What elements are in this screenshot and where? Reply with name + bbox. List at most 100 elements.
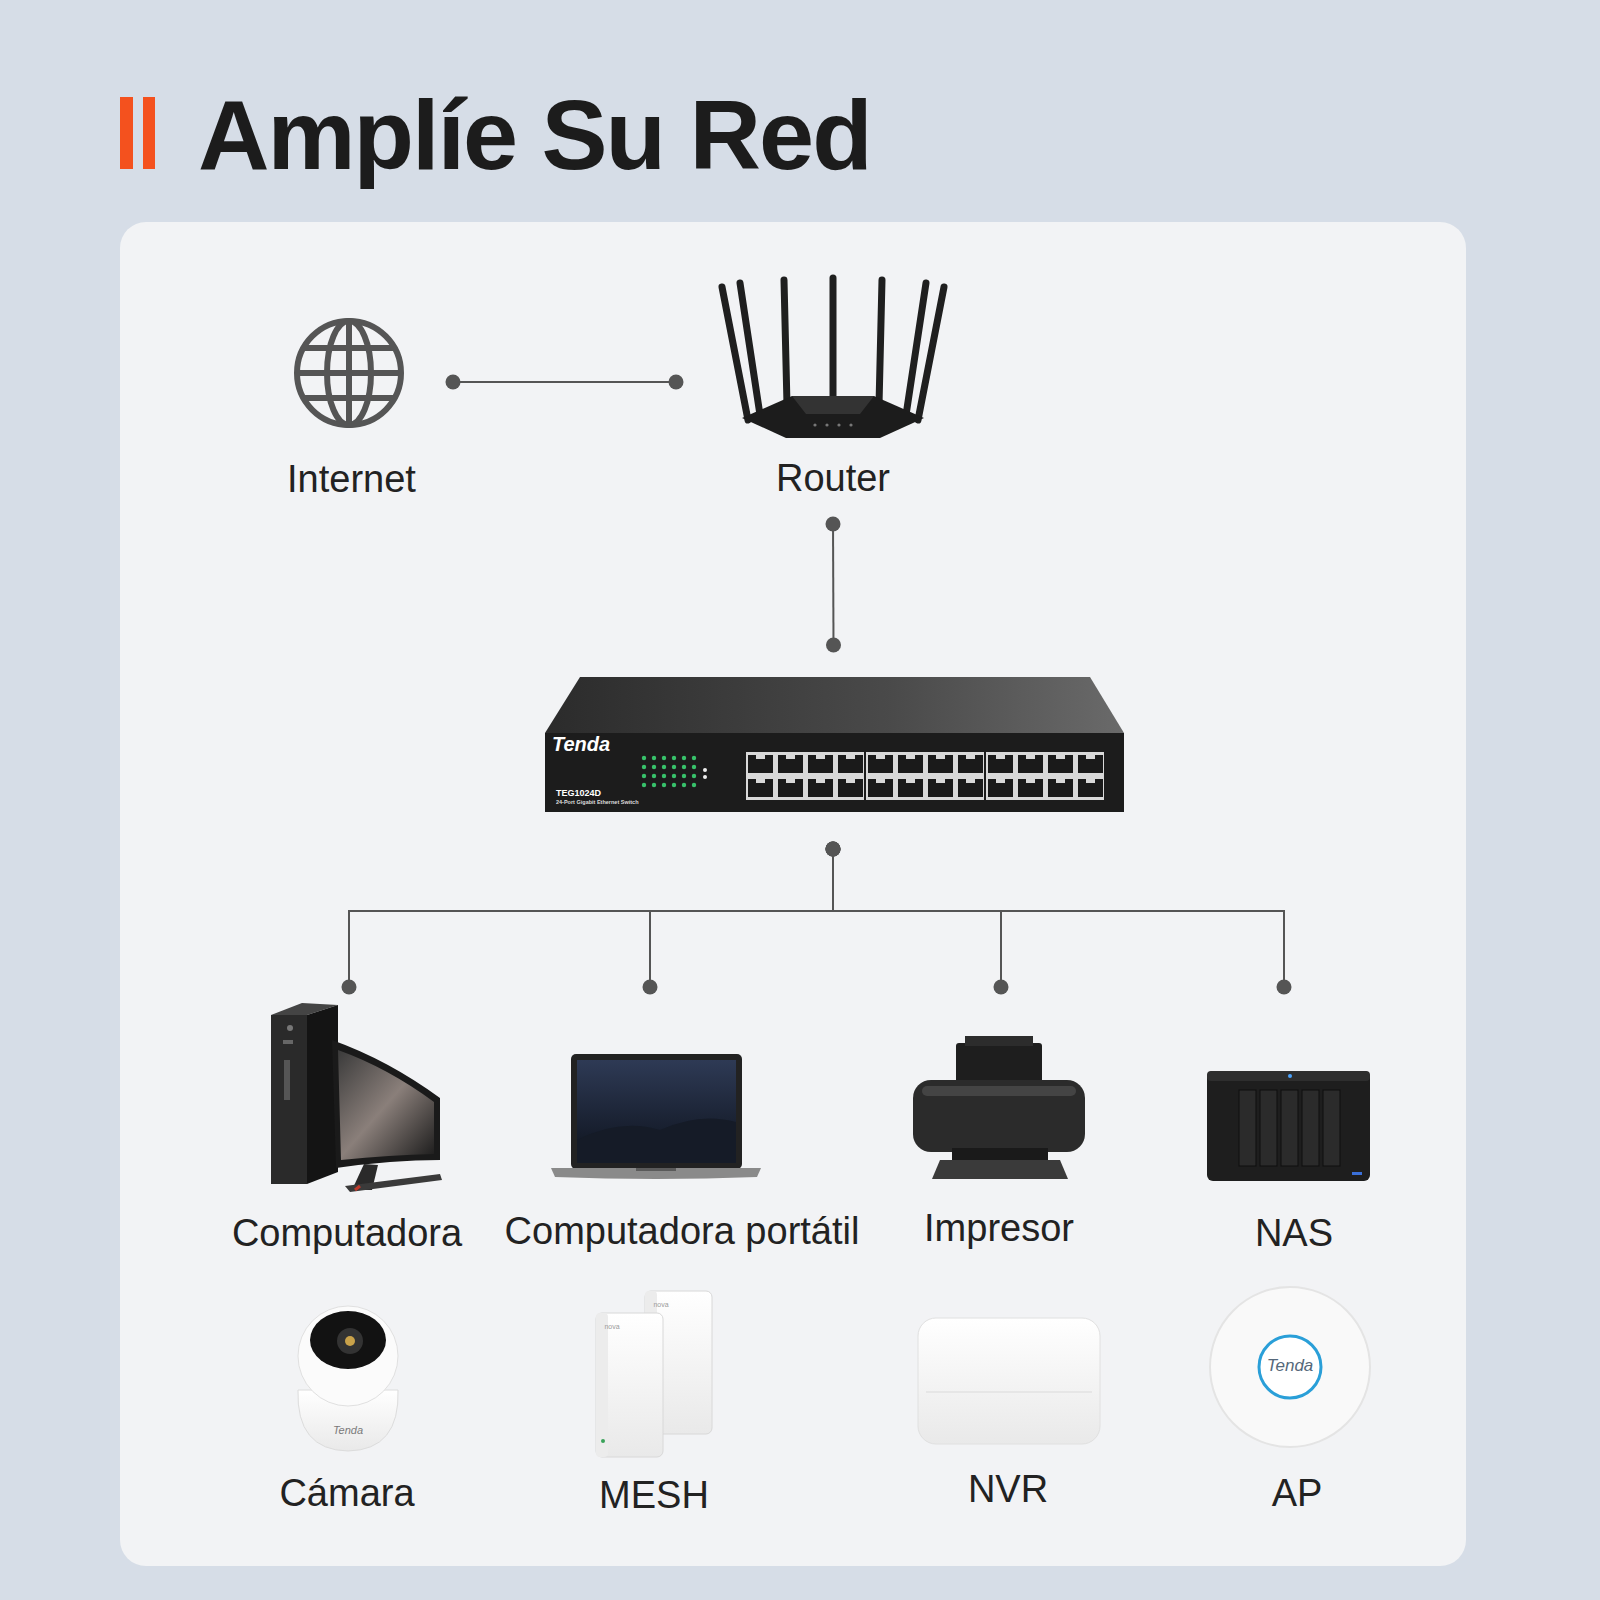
device-node: Computadora portátil bbox=[490, 987, 874, 1257]
device-label: NAS bbox=[1174, 1211, 1414, 1255]
ap-disc bbox=[1210, 1287, 1370, 1447]
led-grid bbox=[641, 755, 699, 791]
printer-highlight bbox=[922, 1086, 1076, 1096]
drive-bay bbox=[1239, 1090, 1256, 1166]
laptop-notch bbox=[636, 1168, 676, 1171]
tower-side bbox=[307, 1005, 338, 1184]
tower-slot bbox=[283, 1040, 293, 1044]
device-label: Computadora bbox=[222, 1211, 472, 1255]
connector-line bbox=[832, 524, 835, 645]
device-node: Computadora bbox=[222, 987, 472, 1257]
mesh-illustration bbox=[596, 1291, 712, 1457]
screen-dunes bbox=[577, 1118, 736, 1163]
connector-dot bbox=[826, 842, 841, 857]
printer-body bbox=[913, 1080, 1085, 1152]
nas-led bbox=[1352, 1172, 1362, 1175]
monitor-frame bbox=[332, 1040, 440, 1168]
nvr-body bbox=[918, 1318, 1100, 1444]
mesh-led bbox=[601, 1439, 605, 1443]
brand-logo: Tenda bbox=[552, 734, 642, 754]
router-node: Router bbox=[676, 262, 990, 524]
globe-outline bbox=[297, 321, 401, 425]
device-node: MESH bbox=[534, 1290, 774, 1530]
router-body bbox=[742, 396, 924, 438]
port-group bbox=[746, 752, 864, 800]
model-number: TEG1024D bbox=[556, 788, 636, 798]
drive-bay bbox=[1281, 1090, 1298, 1166]
nas-body bbox=[1207, 1071, 1370, 1181]
lens-core bbox=[345, 1336, 355, 1346]
connector-dot bbox=[342, 980, 357, 995]
brand-logo: Tenda bbox=[318, 1424, 378, 1437]
connector-line bbox=[453, 381, 676, 383]
paper-tray-top bbox=[965, 1036, 1033, 1046]
port-group bbox=[866, 752, 984, 800]
connector-line bbox=[650, 849, 833, 987]
device-node: NVR bbox=[888, 1290, 1128, 1530]
antenna bbox=[830, 278, 837, 400]
antenna bbox=[918, 287, 944, 420]
led-legend bbox=[703, 768, 707, 772]
port-row bbox=[866, 752, 984, 800]
antenna bbox=[740, 283, 760, 415]
device-node: NAS bbox=[1174, 987, 1414, 1257]
monitor-screen bbox=[338, 1050, 434, 1160]
drive-bay bbox=[1323, 1090, 1340, 1166]
device-label: AP bbox=[1177, 1471, 1417, 1515]
laptop-screen bbox=[577, 1060, 736, 1163]
router-illustration bbox=[722, 278, 944, 438]
device-label: Internet bbox=[250, 457, 453, 501]
port-row bbox=[746, 752, 864, 800]
port-row bbox=[986, 752, 1104, 800]
connector-dot bbox=[1277, 980, 1292, 995]
camera-head bbox=[298, 1306, 398, 1406]
nvr-illustration bbox=[918, 1318, 1100, 1444]
led bbox=[813, 423, 816, 426]
laptop-base bbox=[551, 1168, 761, 1179]
brand-logo: nova bbox=[600, 1322, 624, 1331]
device-node: Cámara bbox=[227, 1290, 467, 1530]
drive-bay bbox=[1260, 1090, 1277, 1166]
network-node: Internet bbox=[250, 300, 453, 510]
globe-icon bbox=[297, 321, 401, 425]
led-legend bbox=[703, 775, 707, 779]
drive-bay bbox=[1302, 1090, 1319, 1166]
connector-dot bbox=[826, 517, 841, 532]
stand-accent bbox=[355, 1186, 360, 1190]
tower-front bbox=[271, 1015, 307, 1184]
nas-top bbox=[1207, 1071, 1370, 1081]
connector-dot bbox=[826, 842, 841, 857]
connector-dot bbox=[643, 980, 658, 995]
switch-illustration bbox=[545, 677, 1124, 812]
tower-slot bbox=[284, 1060, 290, 1100]
laptop-illustration bbox=[551, 1054, 761, 1179]
switch-top bbox=[545, 677, 1124, 733]
router-antennas bbox=[722, 278, 944, 420]
device-label: Impresor bbox=[879, 1206, 1119, 1250]
title-bar bbox=[143, 97, 155, 169]
title-bar bbox=[120, 97, 133, 169]
connector-dot bbox=[669, 375, 684, 390]
ap-illustration bbox=[1210, 1287, 1370, 1447]
model-description: 24-Port Gigabit Ethernet Switch bbox=[556, 799, 676, 805]
antenna bbox=[879, 280, 882, 405]
antenna bbox=[784, 280, 787, 405]
connector-dot bbox=[826, 842, 841, 857]
connector-dot bbox=[826, 638, 841, 653]
monitor-base bbox=[345, 1174, 442, 1192]
nas-illustration bbox=[1207, 1071, 1370, 1181]
connector-dot bbox=[826, 842, 841, 857]
led bbox=[849, 423, 852, 426]
device-label: Router bbox=[676, 456, 990, 500]
brand-logo: Tenda bbox=[1245, 1356, 1335, 1375]
mesh-unit bbox=[596, 1313, 663, 1457]
connector-line bbox=[833, 849, 1284, 987]
globe-parallel bbox=[304, 395, 394, 401]
connector-line bbox=[833, 849, 1001, 987]
device-node: Impresor bbox=[879, 987, 1119, 1257]
router-leds bbox=[813, 423, 852, 426]
output-slot bbox=[952, 1148, 1048, 1160]
printer-illustration bbox=[913, 1036, 1085, 1179]
